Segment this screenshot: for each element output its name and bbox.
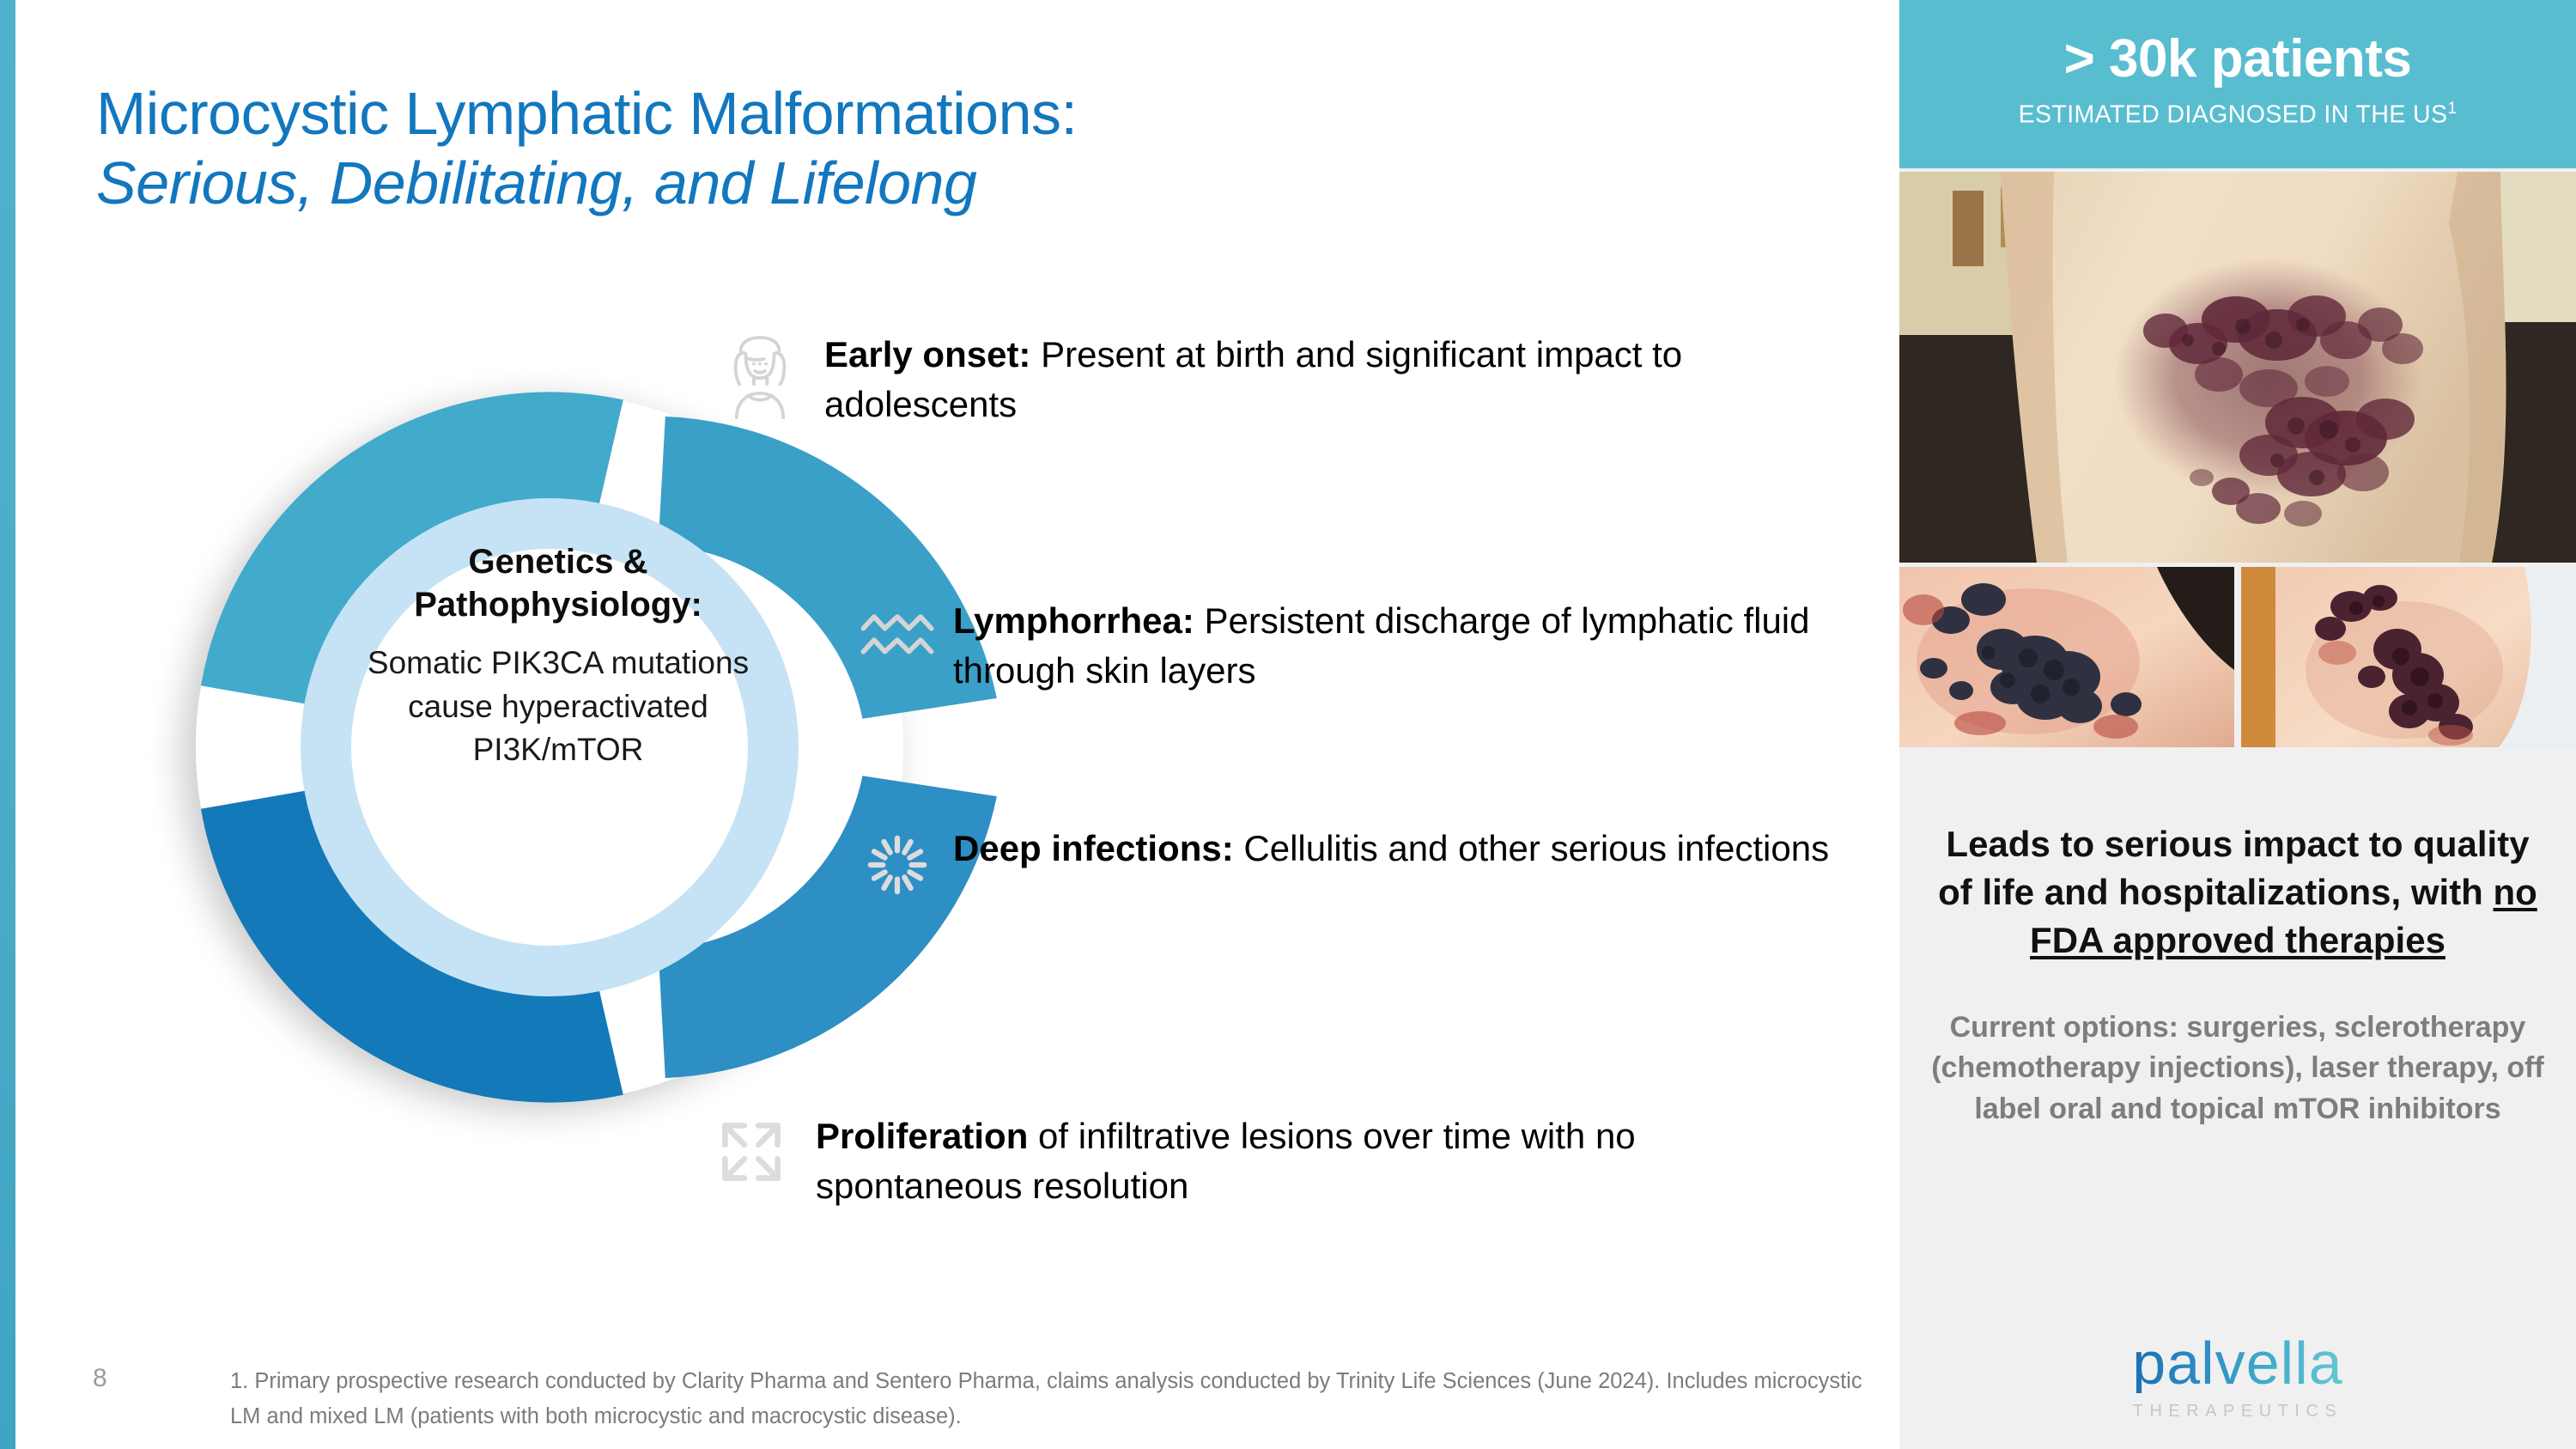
clinical-photo-closeup-right [2241,567,2576,747]
impact-text-plain: Leads to serious impact to quality of li… [1938,824,2530,912]
right-sidebar: > 30k patients ESTIMATED DIAGNOSED IN TH… [1899,0,2576,1449]
diagram-center-body: Somatic PIK3CA mutations cause hyperacti… [367,645,750,767]
page-title: Microcystic Lymphatic Malformations: Ser… [96,79,1728,218]
clinical-photo-closeup-left [1899,567,2234,747]
patient-stat-caption-text: ESTIMATED DIAGNOSED IN THE US [2018,100,2448,129]
title-line-2: Serious, Debilitating, and Lifelong [96,149,977,217]
patient-stat-caption: ESTIMATED DIAGNOSED IN THE US1 [2019,100,2458,130]
title-line-1: Microcystic Lymphatic Malformations: [96,80,1078,147]
impact-summary: Leads to serious impact to quality of li… [1929,820,2547,1129]
logo-subtitle: THERAPEUTICS [2132,1402,2343,1421]
palvella-logo: palvella THERAPEUTICS [1899,1333,2576,1422]
diagram-center-text: Genetics & Pathophysiology: Somatic PIK3… [331,541,786,771]
pathophysiology-donut-diagram: Genetics & Pathophysiology: Somatic PIK3… [103,283,1013,1211]
diagram-center-heading: Genetics & Pathophysiology: [414,543,702,624]
list-item-rest: Cellulitis and other serious infections [1233,828,1830,868]
left-accent-bar [0,0,15,1449]
list-item-lead: Deep infections: [953,828,1234,868]
waves-icon [841,593,953,682]
clinical-photo-thigh-lesion [1899,172,2576,563]
girl-child-icon [696,326,824,428]
expand-arrows-icon [687,1108,816,1196]
logo-wordmark: palvella [2132,1330,2343,1397]
list-item-lead: Lymphorrhea: [953,600,1194,641]
photo-render [1899,567,2234,747]
page-number: 8 [93,1364,107,1392]
list-item: Early onset: Present at birth and signif… [696,326,1829,429]
center-white-disc [351,549,748,946]
list-item-text: Proliferation of infiltrative lesions ov… [816,1108,1829,1210]
list-item-text: Early onset: Present at birth and signif… [824,326,1829,429]
photo-render [1899,172,2576,563]
list-item: Lymphorrhea: Persistent discharge of lym… [841,593,1855,695]
list-item-lead: Proliferation [816,1116,1029,1156]
list-item: Proliferation of infiltrative lesions ov… [687,1108,1829,1210]
photo-render [2241,567,2576,747]
list-item-lead: Early onset: [824,334,1031,374]
symptom-list: Early onset: Present at birth and signif… [687,326,1855,1210]
list-item-rest: of infiltrative lesions over time with n… [816,1116,1636,1206]
patient-stat-banner: > 30k patients ESTIMATED DIAGNOSED IN TH… [1899,0,2576,168]
list-item-rest: Persistent discharge of lymphatic fluid … [953,600,1810,691]
list-item-rest: Present at birth and significant impact … [824,334,1683,424]
list-item: Deep infections: Cellulitis and other se… [841,820,1855,910]
segment-deep-infections [658,776,997,1079]
infection-burst-icon [841,820,953,910]
patient-stat-value: > 30k patients [2063,28,2412,88]
clinical-photo-row [1899,567,2576,747]
impact-text: Leads to serious impact to quality of li… [1929,820,2547,965]
list-item-text: Deep infections: Cellulitis and other se… [953,820,1829,874]
impact-text-underlined: no FDA approved therapies [2030,871,2537,960]
footnote-marker: 1 [2447,99,2458,118]
segment-lymphorrhea [658,416,997,719]
donut-svg [196,392,997,1103]
list-item-text: Lymphorrhea: Persistent discharge of lym… [953,593,1855,695]
current-options-text: Current options: surgeries, sclerotherap… [1931,1010,2544,1125]
footnote: 1. Primary prospective research conducte… [230,1369,1862,1429]
